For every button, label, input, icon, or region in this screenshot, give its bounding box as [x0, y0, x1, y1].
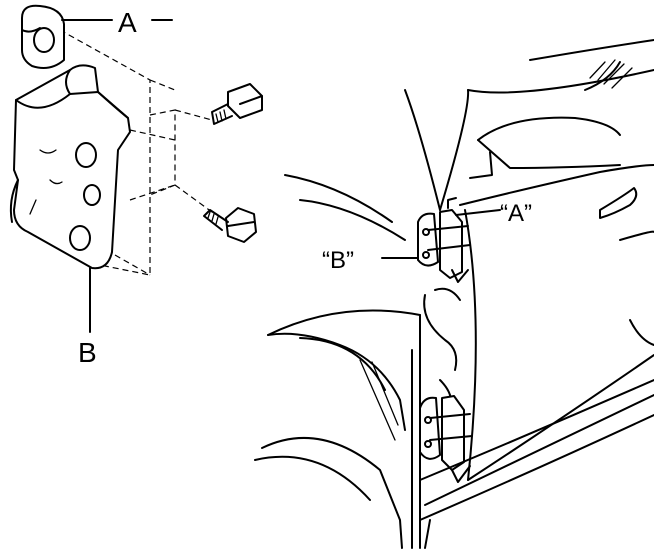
- door-panel: [459, 164, 654, 481]
- label-part-b: B: [78, 337, 97, 368]
- door-opening: [423, 287, 461, 411]
- hinge-part-b: [9, 64, 131, 270]
- bolt-upper: [211, 83, 263, 125]
- leader-callout-a: [455, 209, 501, 216]
- bolt-lower: [203, 207, 257, 243]
- hinge-upper-installed: [417, 197, 471, 283]
- a-pillar: [404, 39, 654, 211]
- car-body-view: “A” “B”: [254, 39, 654, 549]
- front-fender: [254, 309, 421, 549]
- projection-lines: [59, 29, 213, 276]
- label-part-a: A: [118, 7, 137, 38]
- label-callout-b: “B”: [322, 247, 354, 274]
- rocker-sill: [419, 379, 654, 549]
- hood-crease: [299, 199, 406, 241]
- hinge-part-a: [21, 4, 65, 69]
- label-callout-a: “A”: [500, 200, 532, 227]
- side-mirror: [469, 116, 621, 179]
- hinge-exploded-view: A B: [9, 4, 263, 368]
- hood-line: [284, 174, 393, 223]
